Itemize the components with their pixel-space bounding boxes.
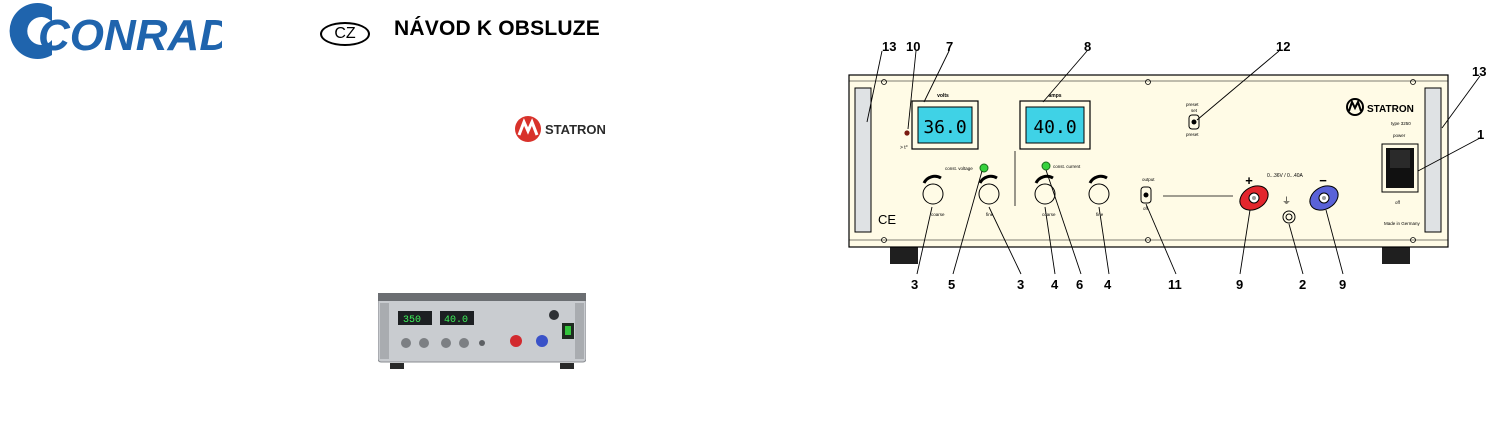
country-code-badge: CZ [320, 22, 370, 46]
current-fine-knob[interactable] [1088, 174, 1110, 205]
callout-top-2: 10 [906, 39, 920, 54]
svg-text:off: off [1395, 200, 1401, 205]
ground-symbol: ⏚ [1282, 196, 1291, 206]
current-coarse-knob[interactable] [1034, 174, 1056, 205]
callout-bottom-8: 9 [1236, 277, 1243, 292]
svg-text:off: off [1143, 206, 1149, 211]
preset-switch[interactable] [1188, 114, 1200, 130]
positive-terminal[interactable] [1236, 181, 1273, 215]
callout-bottom-1: 3 [911, 277, 918, 292]
svg-text:350: 350 [403, 315, 421, 326]
ground-terminal[interactable] [1282, 210, 1296, 224]
conrad-logo: CONRAD [9, 3, 222, 60]
svg-text:const. current: const. current [1053, 164, 1081, 169]
callout-right: 1 [1477, 127, 1484, 142]
callout-bottom-5: 6 [1076, 277, 1083, 292]
voltage-range-label: 0...36V / 0...40A [1267, 173, 1304, 179]
plus-sign: + [1245, 173, 1253, 188]
svg-text:fine: fine [986, 212, 994, 217]
brand-mark [1346, 98, 1364, 116]
overtemp-led [904, 130, 910, 136]
svg-text:set: set [1191, 108, 1198, 113]
minus-sign: − [1319, 173, 1327, 188]
callout-top-5: 12 [1276, 39, 1290, 54]
svg-text:coarse: coarse [1042, 212, 1056, 217]
svg-text:40.0: 40.0 [444, 315, 468, 326]
voltage-fine-knob[interactable] [978, 174, 1000, 205]
conrad-logo-text: CONRAD [38, 11, 222, 60]
callout-bottom-10: 9 [1339, 277, 1346, 292]
svg-text:output: output [1142, 177, 1155, 182]
amps-value: 40.0 [1033, 117, 1076, 138]
amps-display [1025, 106, 1085, 144]
conrad-logo-c-mark [9, 3, 53, 60]
callout-bottom-3: 3 [1017, 277, 1024, 292]
power-switch[interactable] [1381, 143, 1419, 193]
svg-text:const. voltage: const. voltage [945, 166, 973, 171]
brand-name: STATRON [1367, 104, 1414, 115]
const-voltage-led [979, 163, 989, 173]
svg-text:> t°: > t° [900, 145, 908, 151]
svg-text:Made in Germany: Made in Germany [1384, 221, 1421, 226]
callout-top-1: 13 [882, 39, 896, 54]
callout-top-6: 13 [1472, 64, 1486, 79]
svg-text:preset: preset [1186, 102, 1199, 107]
callout-bottom-6: 4 [1104, 277, 1112, 292]
volts-label: volts [937, 93, 949, 99]
ce-mark: CE [878, 212, 896, 227]
front-panel-diagram: 36.0 volts 40.0 amps > t° const. voltage… [848, 39, 1486, 292]
callout-bottom-2: 5 [948, 277, 955, 292]
right-foot [1382, 247, 1410, 264]
voltage-coarse-knob[interactable] [922, 174, 944, 205]
volts-display [917, 106, 973, 144]
right-handle [1424, 87, 1442, 233]
svg-text:coarse: coarse [931, 212, 945, 217]
left-foot [890, 247, 918, 264]
amps-label: amps [1048, 93, 1061, 99]
svg-text:STATRON: STATRON [545, 122, 606, 137]
volts-value: 36.0 [923, 117, 966, 138]
manual-title: NÁVOD K OBSLUZE [394, 17, 601, 40]
power-supply-photo: 350 40.0 [378, 293, 586, 369]
svg-text:power: power [1393, 133, 1406, 138]
output-switch[interactable] [1140, 186, 1152, 204]
svg-text:preset: preset [1186, 132, 1199, 137]
callout-bottom-4: 4 [1051, 277, 1059, 292]
callout-top-4: 8 [1084, 39, 1091, 54]
left-handle [854, 87, 872, 233]
negative-terminal[interactable] [1306, 181, 1343, 215]
statron-logo: STATRON [515, 116, 606, 142]
callout-top-3: 7 [946, 39, 953, 54]
svg-text:type 3250: type 3250 [1391, 121, 1411, 126]
const-current-led [1041, 161, 1051, 171]
callout-bottom-9: 2 [1299, 277, 1306, 292]
callout-bottom-7: 11 [1168, 277, 1182, 292]
